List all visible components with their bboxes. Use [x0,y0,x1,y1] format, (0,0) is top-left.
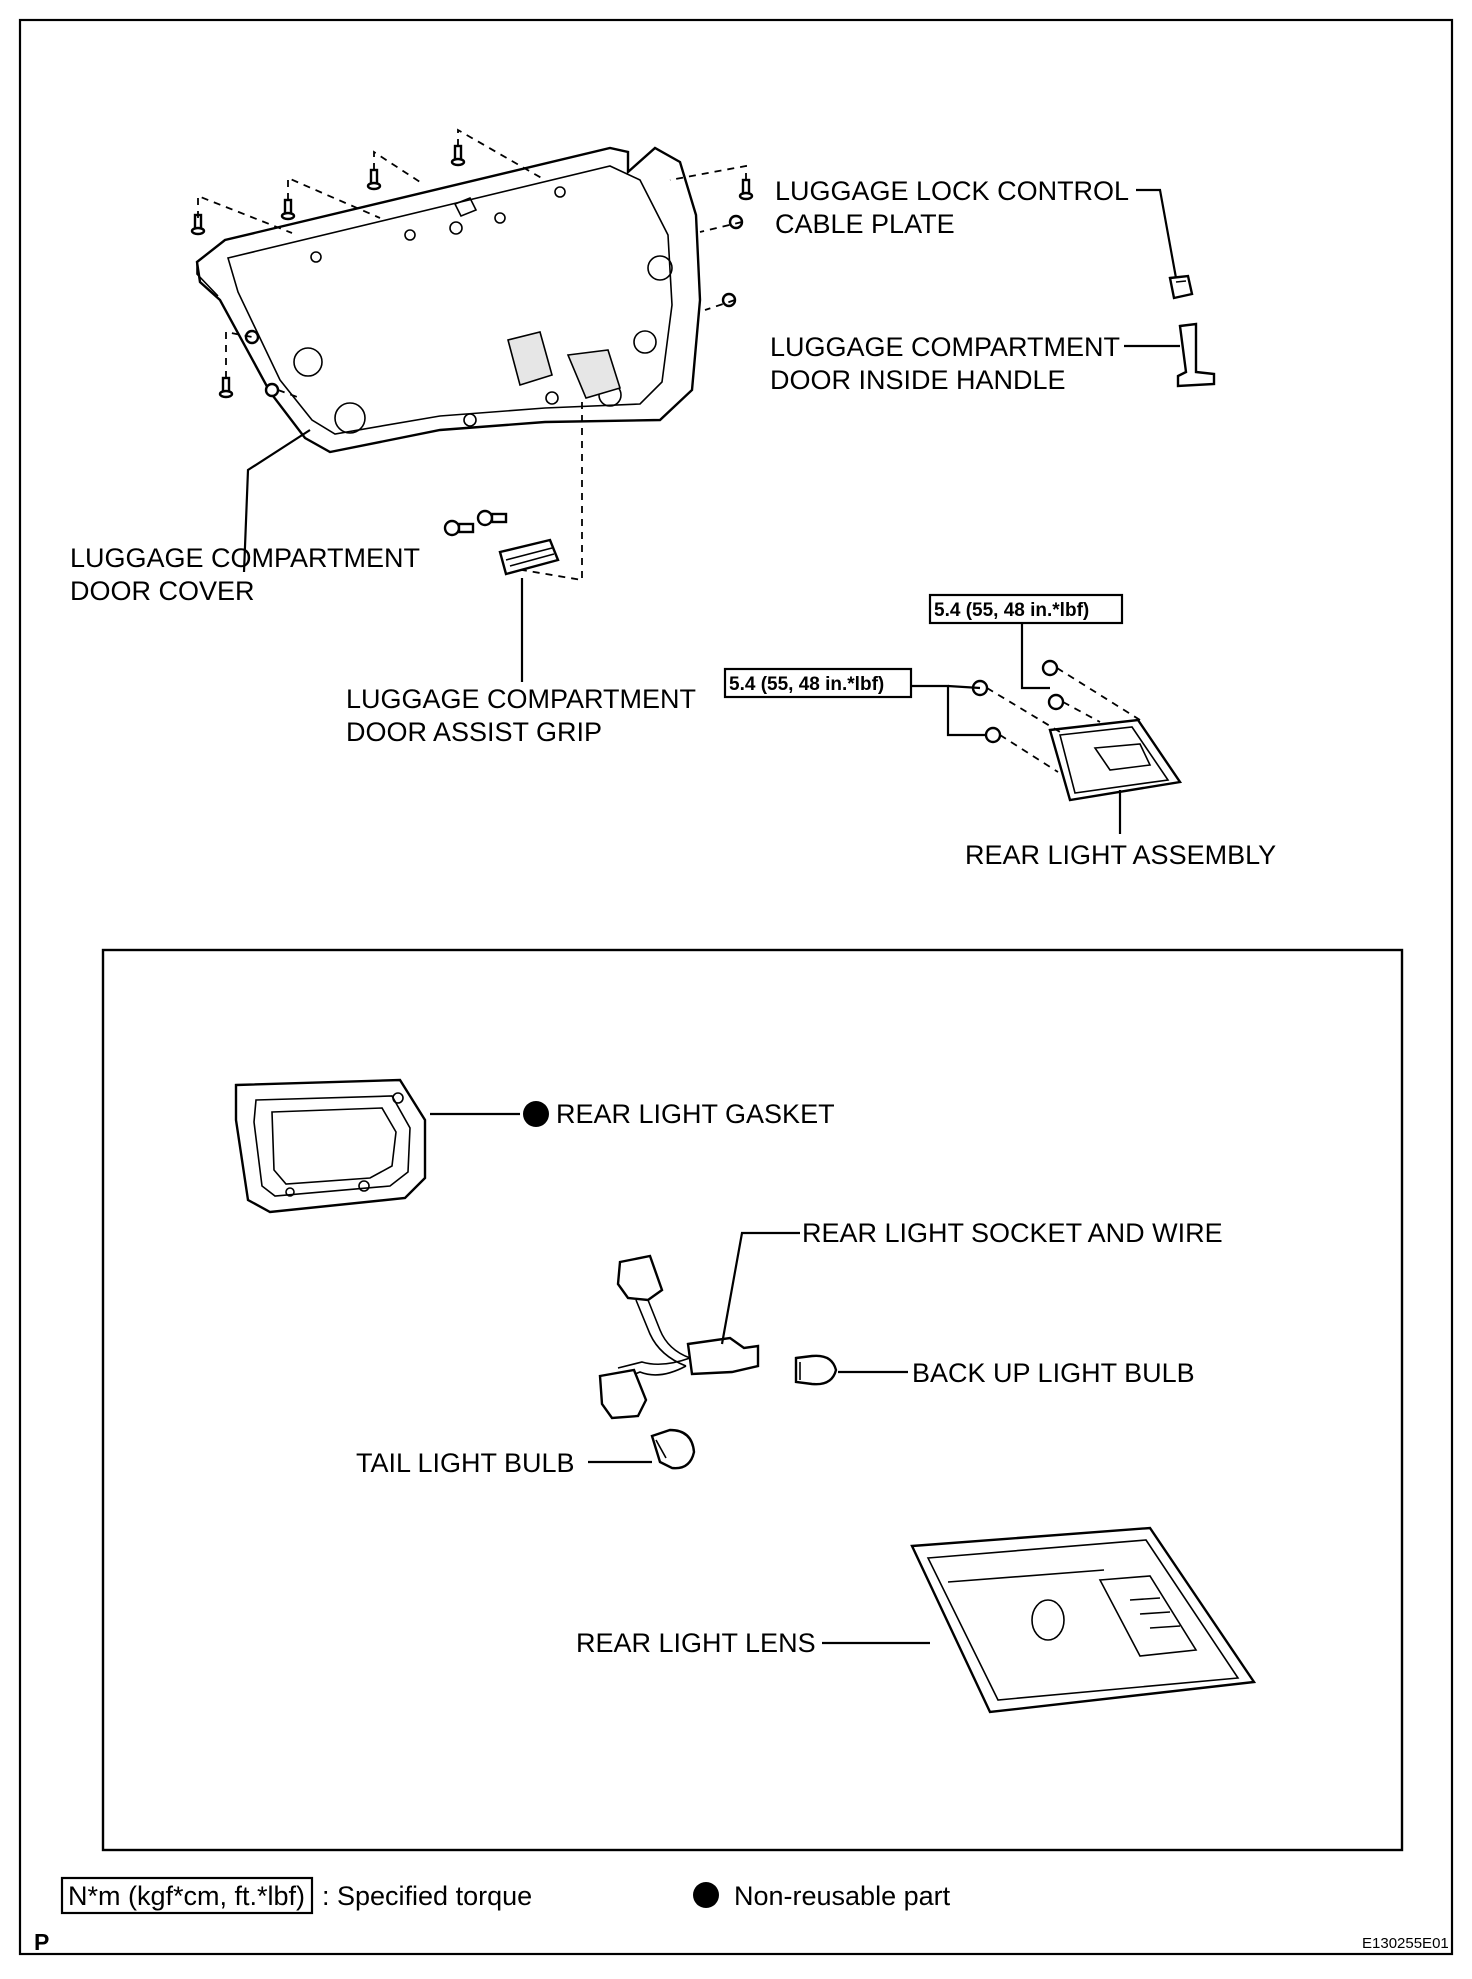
label-backup-bulb: BACK UP LIGHT BULB [912,1358,1195,1388]
legend-nonreusable-text: Non-reusable part [734,1881,951,1911]
label-socket-wire: REAR LIGHT SOCKET AND WIRE [802,1218,1223,1248]
figure-id: E130255E01 [1362,1935,1449,1952]
legend-torque-box [60,1876,314,1915]
label-rear-light-lens: REAR LIGHT LENS [576,1628,816,1658]
outer-frame [18,18,1454,1956]
legend-nonreusable-dot [693,1882,719,1908]
label-rear-light-assembly: REAR LIGHT ASSEMBLY [965,840,1276,870]
legend-torque-text: : Specified torque [322,1881,532,1911]
legend-torque-units: N*m (kgf*cm, ft.*lbf) [68,1881,305,1911]
label-door-cover-2: DOOR COVER [70,576,255,606]
torque-value-lower: 5.4 (55, 48 in.*lbf) [729,674,884,695]
rear-light-assembly-part [971,659,1183,802]
torque-box-lower [723,667,913,699]
label-assist-grip-1: LUGGAGE COMPARTMENT [346,684,696,714]
label-door-cover-1: LUGGAGE COMPARTMENT [70,543,420,573]
detail-frame [101,948,1404,1852]
tail-bulb-part [650,1428,696,1470]
label-tail-bulb: TAIL LIGHT BULB [356,1448,575,1478]
backup-bulb-part [794,1354,838,1386]
label-inside-handle-2: DOOR INSIDE HANDLE [770,365,1066,395]
assist-grip-part [443,509,560,576]
label-lock-plate-1: LUGGAGE LOCK CONTROL [775,176,1129,206]
label-rear-light-gasket: REAR LIGHT GASKET [556,1099,835,1129]
rear-light-lens-part [910,1526,1257,1714]
lock-cable-plate-part [1168,274,1194,300]
door-cover-part [195,146,702,454]
page-mark: P [34,1929,49,1955]
torque-value-upper: 5.4 (55, 48 in.*lbf) [934,600,1089,621]
socket-wire-part [598,1254,760,1420]
label-lock-plate-2: CABLE PLATE [775,209,955,239]
label-assist-grip-2: DOOR ASSIST GRIP [346,717,602,747]
assembly-dash-lines [197,128,747,582]
inside-handle-part [1176,322,1216,388]
nonreusable-dot-gasket [523,1101,549,1127]
rear-light-gasket-part [234,1078,427,1214]
label-inside-handle-1: LUGGAGE COMPARTMENT [770,332,1120,362]
torque-box-upper [928,593,1124,625]
leader-lines [242,188,1180,1645]
